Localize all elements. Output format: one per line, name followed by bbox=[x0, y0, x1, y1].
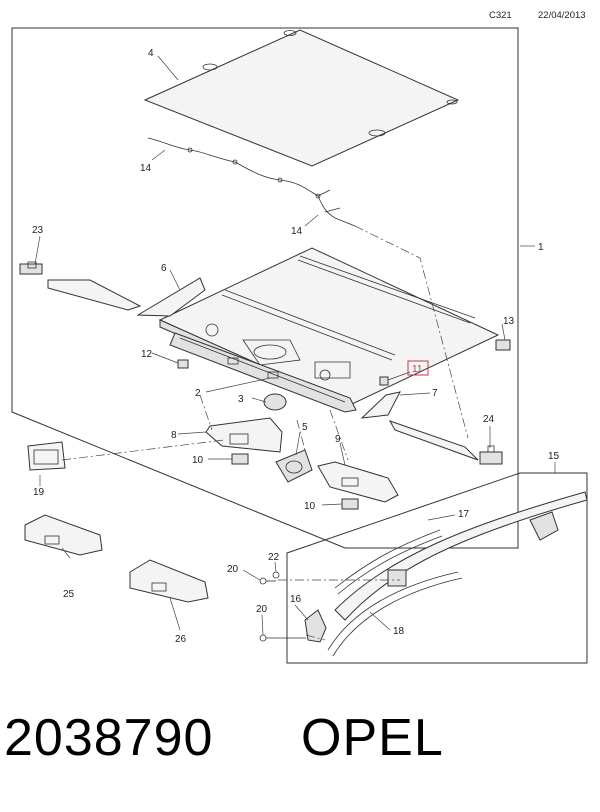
highlight-box bbox=[407, 360, 429, 376]
right-sun-visor bbox=[317, 461, 399, 503]
callout-3: 3 bbox=[238, 394, 244, 405]
screw-upper bbox=[259, 577, 276, 585]
exploded-parts-diagram: 4 14 14 1 23 6 13 12 2 3 11 7 8 5 9 10 1… bbox=[11, 27, 588, 664]
highlighted-clip bbox=[379, 376, 389, 386]
callout-18: 18 bbox=[393, 626, 405, 637]
sun-visor-assembly-right bbox=[129, 559, 209, 603]
callout-7: 7 bbox=[432, 388, 438, 399]
part-number: 2038790 bbox=[4, 709, 214, 767]
visor-bracket bbox=[275, 449, 313, 483]
roof-rail bbox=[334, 491, 588, 621]
drip-moulding bbox=[327, 571, 463, 657]
screw-lower bbox=[259, 634, 306, 642]
document-date: 22/04/2013 bbox=[538, 10, 586, 21]
wiring-harness bbox=[147, 137, 356, 227]
right-trim-bracket bbox=[360, 391, 401, 419]
visor-clip-right bbox=[341, 498, 359, 510]
callout-14b: 14 bbox=[291, 226, 303, 237]
front-console-frame bbox=[169, 332, 357, 413]
callout-15: 15 bbox=[548, 451, 560, 462]
visor-clip-left bbox=[231, 453, 249, 465]
rail-bracket bbox=[304, 609, 327, 643]
roof-insulation-panel bbox=[143, 29, 460, 167]
callout-11: 11 bbox=[412, 364, 423, 375]
callout-22: 22 bbox=[268, 552, 280, 563]
headliner-trim bbox=[158, 247, 500, 411]
callout-12: 12 bbox=[141, 349, 153, 360]
callout-5: 5 bbox=[302, 422, 308, 433]
dome-lamp bbox=[263, 393, 287, 411]
callout-20b: 20 bbox=[256, 604, 268, 615]
callout-20a: 20 bbox=[227, 564, 239, 575]
document-code: C321 bbox=[489, 10, 512, 21]
rear-clip bbox=[495, 339, 511, 351]
callout-9: 9 bbox=[335, 434, 341, 445]
callout-24: 24 bbox=[483, 414, 495, 425]
callout-14a: 14 bbox=[140, 163, 152, 174]
callout-26: 26 bbox=[175, 634, 187, 645]
callout-4: 4 bbox=[148, 48, 154, 59]
seal-strip bbox=[334, 529, 443, 595]
roof-rail-subframe bbox=[286, 472, 588, 664]
left-sun-visor bbox=[205, 417, 283, 453]
callout-19: 19 bbox=[33, 487, 45, 498]
callout-23: 23 bbox=[32, 225, 44, 236]
callout-2: 2 bbox=[195, 388, 201, 399]
callout-10a: 10 bbox=[192, 455, 204, 466]
sun-visor-assembly-left bbox=[24, 514, 103, 556]
brand-name: OPEL bbox=[301, 709, 444, 767]
callout-6: 6 bbox=[161, 263, 167, 274]
callout-13: 13 bbox=[503, 316, 515, 327]
label-plate bbox=[27, 441, 66, 471]
callout-16: 16 bbox=[290, 594, 302, 605]
callout-25: 25 bbox=[63, 589, 75, 600]
washer bbox=[272, 571, 280, 579]
callout-17: 17 bbox=[458, 509, 470, 520]
left-reinforcement-rail bbox=[47, 279, 142, 311]
right-reinforcement-rail bbox=[388, 420, 479, 461]
left-trim-bracket bbox=[136, 277, 206, 317]
rail-clip bbox=[387, 569, 407, 587]
small-retainer-clip bbox=[177, 359, 189, 369]
right-grab-clip bbox=[479, 445, 503, 465]
callout-8: 8 bbox=[171, 430, 177, 441]
callout-10b: 10 bbox=[304, 501, 316, 512]
left-grab-clip bbox=[19, 261, 43, 275]
callout-1: 1 bbox=[538, 242, 544, 253]
